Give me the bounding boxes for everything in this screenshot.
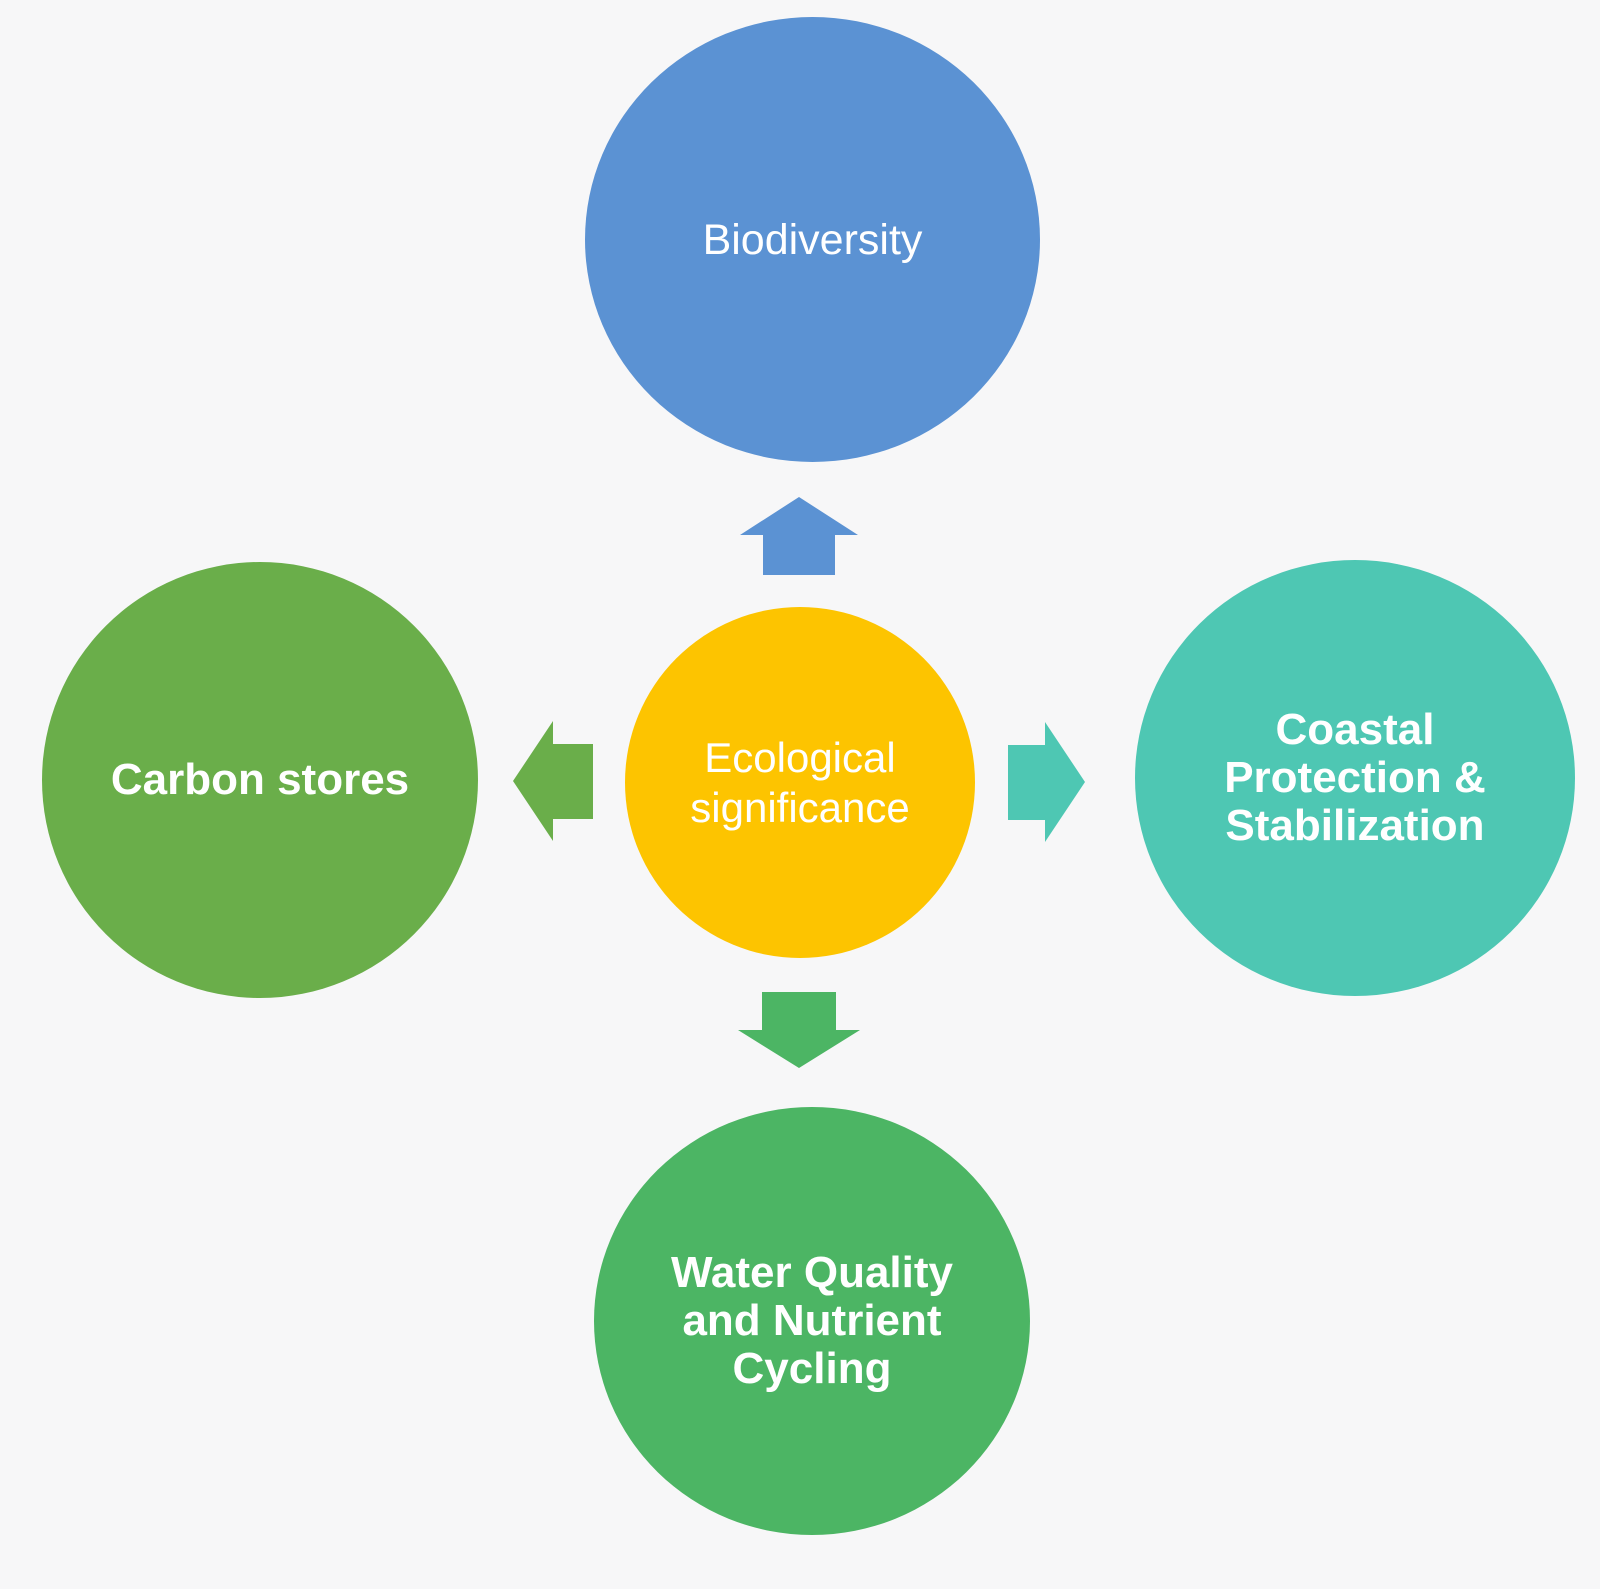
- arrow-down: [738, 992, 860, 1068]
- arrow-up: [740, 497, 858, 575]
- arrow-right: [1008, 722, 1085, 842]
- node-ecological-significance-label: Ecological significance: [690, 733, 910, 831]
- node-water-quality-label: Water Quality and Nutrient Cycling: [671, 1248, 953, 1393]
- node-ecological-significance: Ecological significance: [625, 607, 975, 958]
- arrow-left-shape: [513, 721, 593, 841]
- node-coastal-protection: Coastal Protection & Stabilization: [1135, 560, 1575, 996]
- arrow-left: [513, 721, 593, 841]
- arrow-right-shape: [1008, 722, 1085, 842]
- node-biodiversity-label: Biodiversity: [702, 215, 923, 264]
- arrow-up-shape: [740, 497, 858, 575]
- arrow-down-shape: [738, 992, 860, 1068]
- node-biodiversity: Biodiversity: [585, 17, 1040, 462]
- node-carbon-stores: Carbon stores: [42, 562, 478, 998]
- node-water-quality: Water Quality and Nutrient Cycling: [594, 1107, 1030, 1535]
- node-coastal-protection-label: Coastal Protection & Stabilization: [1224, 705, 1486, 850]
- node-carbon-stores-label: Carbon stores: [110, 755, 410, 804]
